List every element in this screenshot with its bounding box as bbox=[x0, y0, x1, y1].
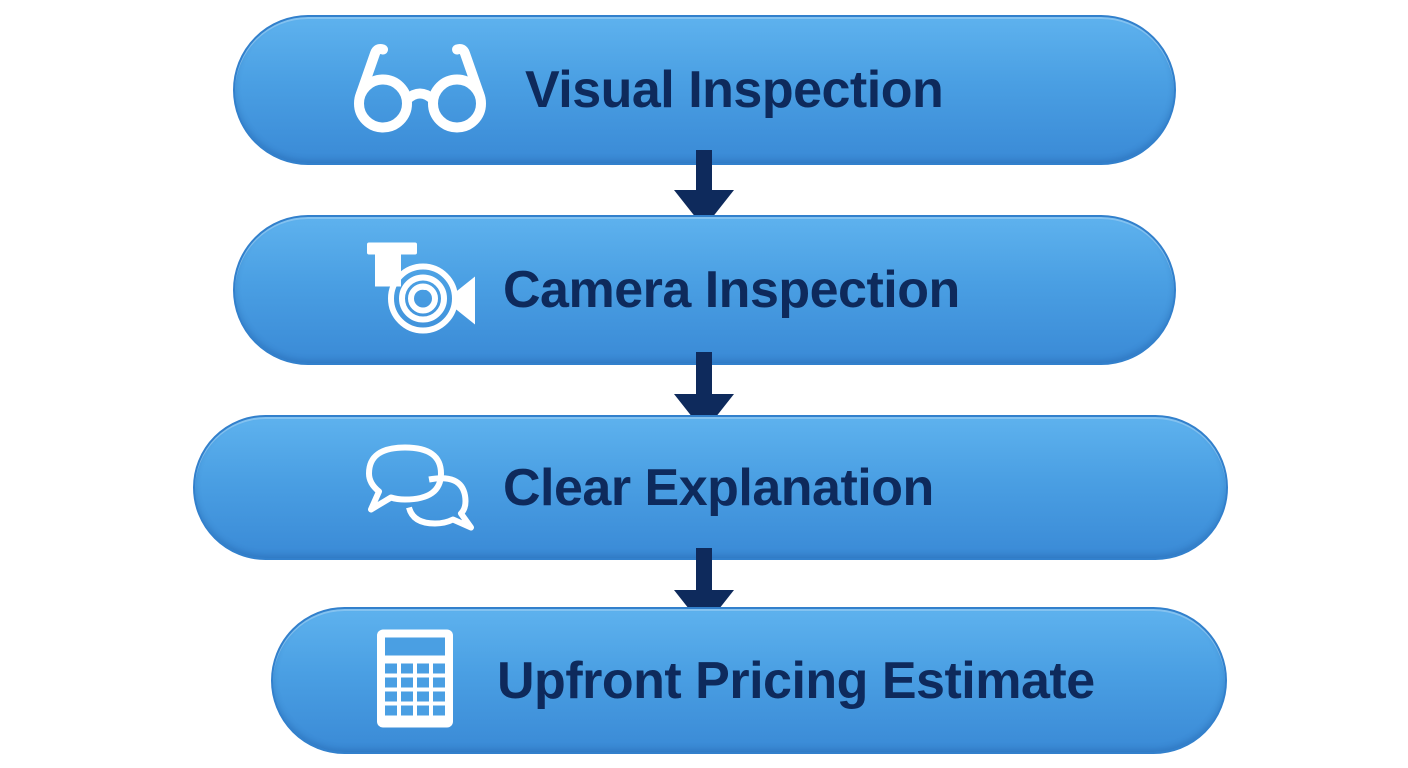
glasses-icon bbox=[353, 42, 487, 139]
step-upfront-pricing-estimate: Upfront Pricing Estimate bbox=[271, 607, 1227, 754]
calculator-icon bbox=[375, 627, 455, 734]
speech-bubbles-icon bbox=[365, 439, 477, 536]
camera-icon bbox=[365, 241, 477, 340]
down-arrow bbox=[674, 352, 734, 432]
step-label: Visual Inspection bbox=[525, 61, 944, 119]
step-visual-inspection: Visual Inspection bbox=[233, 15, 1176, 165]
step-camera-inspection: Camera Inspection bbox=[233, 215, 1176, 365]
step-label: Upfront Pricing Estimate bbox=[497, 651, 1095, 710]
down-arrow bbox=[674, 150, 734, 228]
step-label: Camera Inspection bbox=[503, 261, 960, 319]
step-label: Clear Explanation bbox=[503, 458, 934, 517]
step-clear-explanation: Clear Explanation bbox=[193, 415, 1228, 560]
